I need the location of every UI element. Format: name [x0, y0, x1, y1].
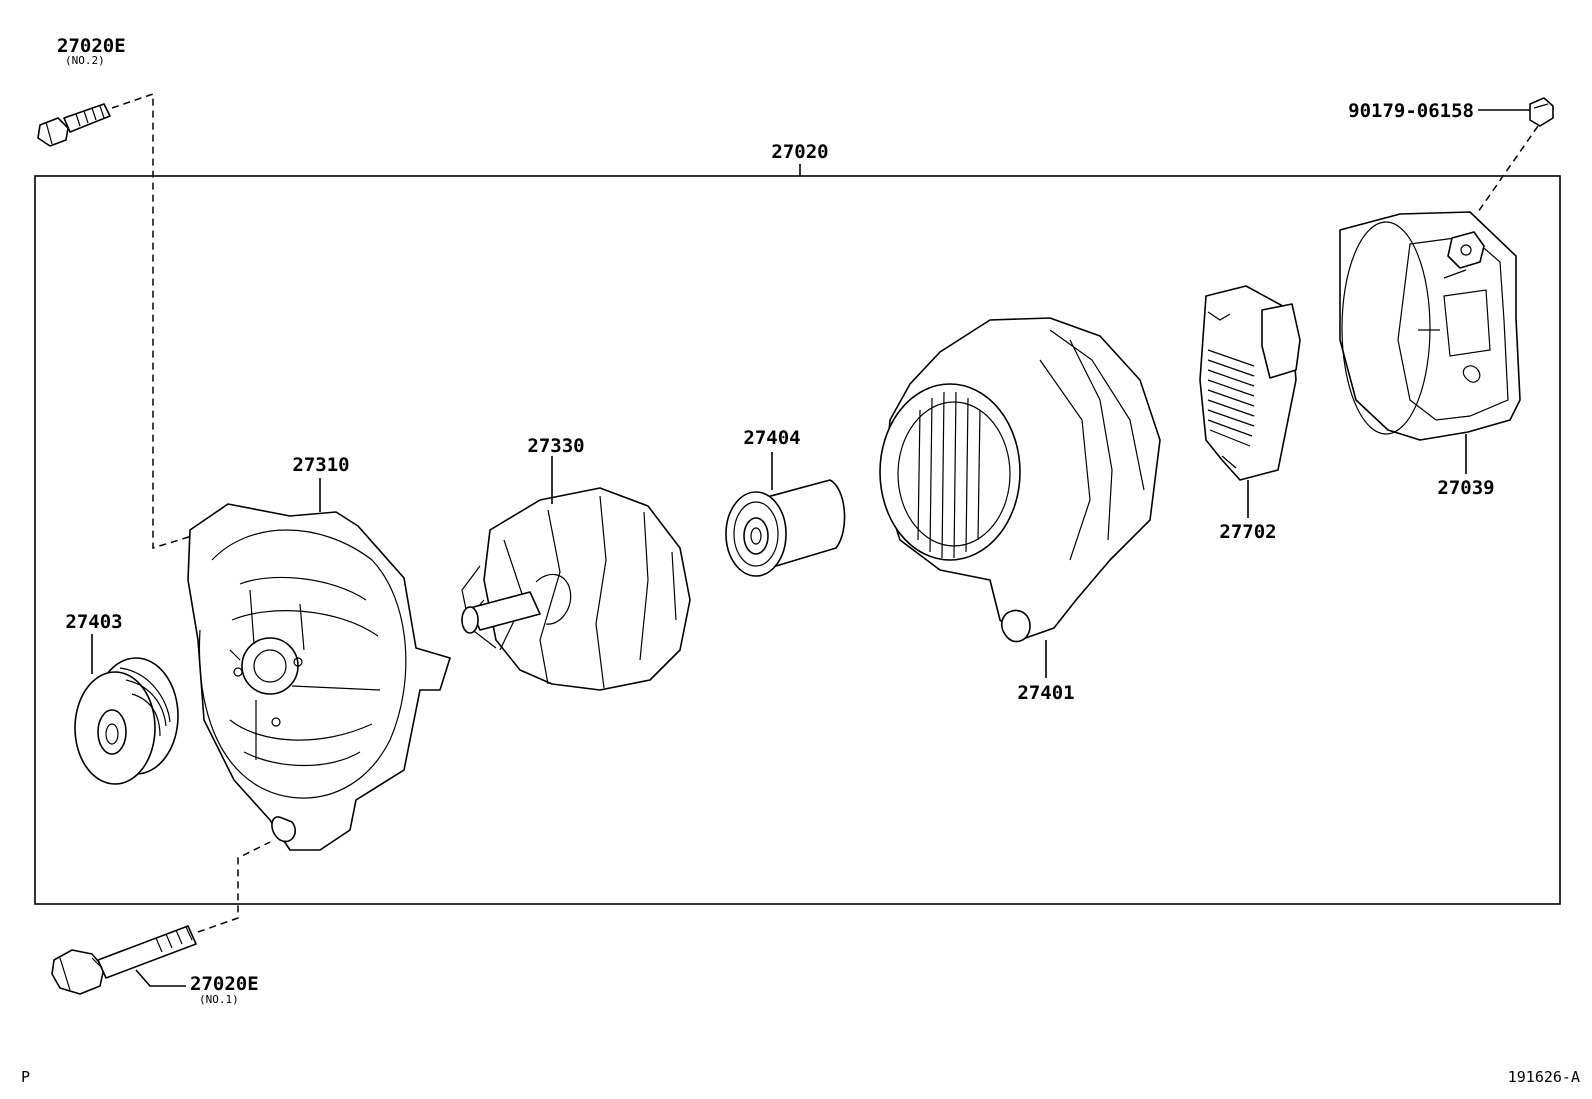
stator-rear-frame-label: 27401 — [1017, 682, 1074, 704]
drive-end-frame-label: 27310 — [292, 454, 349, 476]
bolt-no1-label: 27020E — [190, 973, 259, 995]
terminal-nut-label: 90179-06158 — [1348, 100, 1474, 122]
stator-rear-frame[interactable]: 27401 — [879, 317, 1161, 704]
terminal-nut[interactable]: 90179-06158 — [1348, 97, 1554, 213]
bolt-no1-note: (NO.1) — [199, 993, 239, 1006]
drive-end-frame[interactable]: 27310 — [187, 454, 451, 851]
rotor[interactable]: 27330 — [461, 435, 691, 691]
footer-drawing-id: 191626-A — [1508, 1068, 1580, 1086]
regulator[interactable]: 27702 — [1199, 285, 1301, 543]
rear-cover-label: 27039 — [1437, 477, 1494, 499]
bolt-no2[interactable]: 27020E (NO.2) — [37, 35, 196, 550]
regulator-label: 27702 — [1219, 521, 1276, 543]
footer-left-mark: P — [21, 1068, 30, 1086]
pulley[interactable]: 27403 — [65, 611, 179, 785]
rear-cover[interactable]: 27039 — [1339, 211, 1521, 499]
rotor-label: 27330 — [527, 435, 584, 457]
pulley-label: 27403 — [65, 611, 122, 633]
bearing[interactable]: 27404 — [725, 427, 846, 577]
assembly-label: 27020 — [771, 141, 828, 163]
bearing-label: 27404 — [743, 427, 800, 449]
bolt-no1[interactable]: 27020E (NO.1) — [51, 841, 271, 1006]
bolt-no2-label: 27020E — [57, 35, 126, 57]
assembly-frame: 27020 — [34, 141, 1561, 905]
bolt-no2-note: (NO.2) — [65, 54, 105, 67]
